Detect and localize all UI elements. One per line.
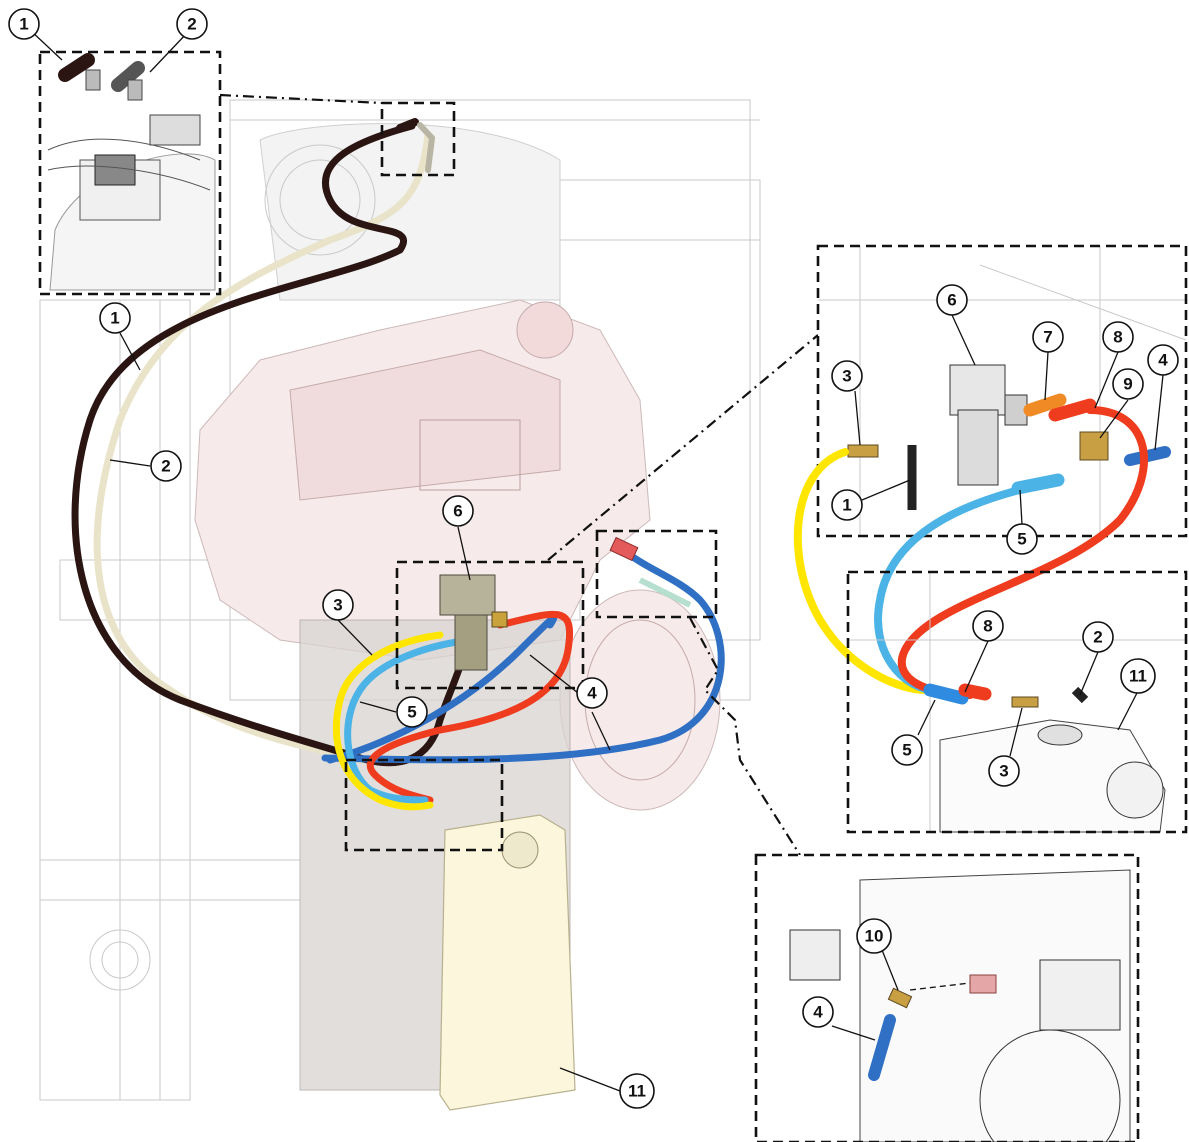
callout-c2a: 2 bbox=[176, 8, 208, 40]
hose-8-detail bbox=[897, 406, 1148, 699]
detail-coupler bbox=[754, 853, 1140, 1142]
svg-text:4: 4 bbox=[587, 684, 597, 703]
svg-text:2: 2 bbox=[161, 457, 170, 476]
leader-lines bbox=[29, 29, 1164, 1092]
svg-text:1: 1 bbox=[842, 496, 851, 515]
svg-text:10: 10 bbox=[865, 927, 884, 946]
svg-text:1: 1 bbox=[19, 15, 28, 34]
callout-c5c: 5 bbox=[891, 734, 923, 766]
callout-c1b: 1 bbox=[99, 302, 131, 334]
connector-top-1 bbox=[396, 118, 419, 132]
callout-c1c: 1 bbox=[831, 489, 863, 521]
svg-text:7: 7 bbox=[1043, 328, 1052, 347]
hose-8 bbox=[366, 610, 574, 804]
svg-text:3: 3 bbox=[999, 762, 1008, 781]
coupler-red bbox=[609, 536, 639, 562]
svg-text:5: 5 bbox=[1017, 530, 1026, 549]
hose-5-detail bbox=[874, 481, 1044, 694]
callout-c6b: 6 bbox=[936, 284, 968, 316]
detail-marker-tank bbox=[344, 758, 504, 852]
svg-text:2: 2 bbox=[187, 15, 196, 34]
detail-link-coupler bbox=[689, 617, 801, 856]
svg-text:5: 5 bbox=[902, 741, 911, 760]
hose-3-detail bbox=[793, 448, 929, 694]
callout-c5a: 5 bbox=[396, 696, 428, 728]
svg-text:8: 8 bbox=[983, 617, 992, 636]
callout-c4b: 4 bbox=[1147, 344, 1179, 376]
callout-c10: 10 bbox=[856, 918, 892, 954]
callout-c3c: 3 bbox=[988, 755, 1020, 787]
callout-c1a: 1 bbox=[8, 8, 40, 40]
detail-tank bbox=[846, 570, 1188, 834]
callout-c11a: 11 bbox=[619, 1073, 655, 1109]
connector-top-2 bbox=[417, 122, 436, 173]
svg-text:11: 11 bbox=[628, 1082, 646, 1101]
hose-5 bbox=[344, 636, 474, 804]
callout-c11b: 11 bbox=[1120, 658, 1156, 694]
svg-text:3: 3 bbox=[842, 367, 851, 386]
detail-marker-top bbox=[380, 101, 456, 177]
callout-c7: 7 bbox=[1032, 321, 1064, 353]
svg-text:8: 8 bbox=[1113, 328, 1122, 347]
callout-c2b: 2 bbox=[150, 450, 182, 482]
hose-teal-stub bbox=[638, 577, 692, 608]
detail-marker-coupler bbox=[595, 529, 718, 619]
svg-text:2: 2 bbox=[1093, 628, 1102, 647]
callout-c6a: 6 bbox=[442, 495, 474, 527]
callout-c8a: 8 bbox=[1102, 321, 1134, 353]
callout-c5b: 5 bbox=[1006, 523, 1038, 555]
engine-block bbox=[194, 299, 721, 811]
svg-text:3: 3 bbox=[333, 596, 342, 615]
hose-5-end bbox=[1011, 473, 1065, 495]
callout-c4c: 4 bbox=[802, 996, 834, 1028]
callout-c3b: 3 bbox=[831, 360, 863, 392]
callout-c8b: 8 bbox=[972, 610, 1004, 642]
control-valve-main bbox=[439, 574, 508, 671]
svg-text:6: 6 bbox=[947, 291, 956, 310]
callout-c9: 9 bbox=[1112, 368, 1144, 400]
detail-top-left bbox=[38, 50, 222, 296]
svg-text:1: 1 bbox=[110, 309, 119, 328]
svg-text:5: 5 bbox=[407, 703, 416, 722]
svg-text:9: 9 bbox=[1123, 375, 1132, 394]
callout-c4a: 4 bbox=[576, 677, 608, 709]
callout-c3a: 3 bbox=[322, 589, 354, 621]
hose-3 bbox=[332, 631, 444, 811]
callout-c2c: 2 bbox=[1082, 621, 1114, 653]
detail-link-top bbox=[219, 93, 383, 105]
detail-marker-valve bbox=[395, 560, 585, 690]
svg-text:4: 4 bbox=[1158, 351, 1168, 370]
svg-text:6: 6 bbox=[453, 502, 462, 521]
coolant-tank bbox=[439, 814, 576, 1111]
svg-text:11: 11 bbox=[1129, 667, 1147, 686]
detail-link-valve bbox=[547, 334, 819, 561]
hose-2 bbox=[93, 131, 432, 764]
svg-text:4: 4 bbox=[813, 1003, 823, 1022]
